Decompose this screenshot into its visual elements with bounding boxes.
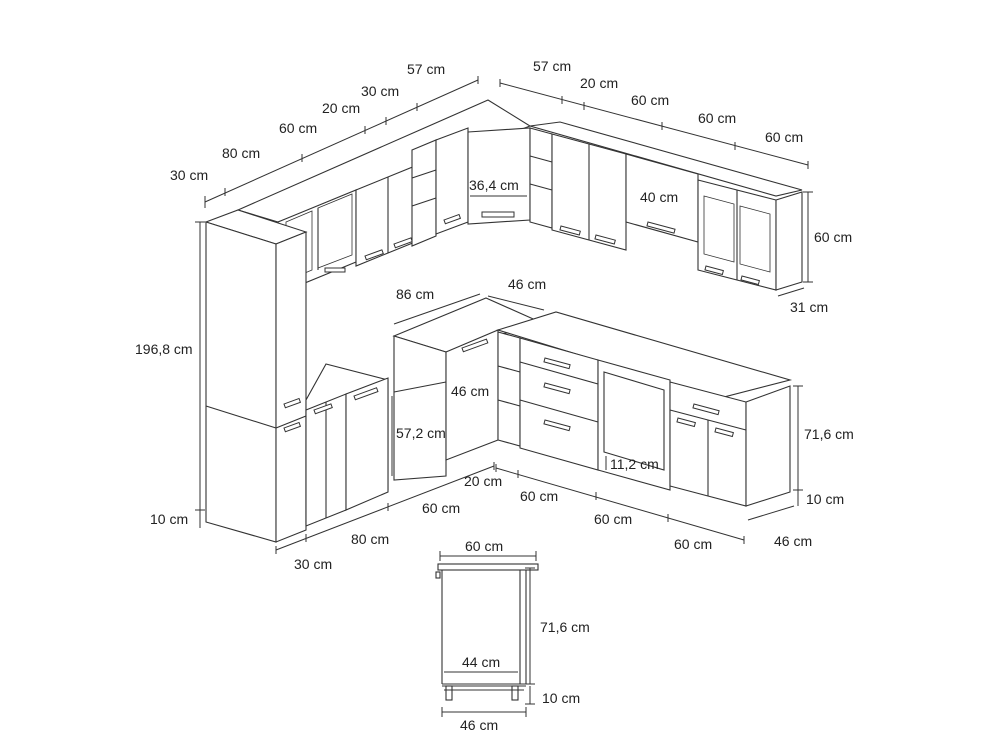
plinth-left-label: 10 cm bbox=[150, 511, 188, 527]
dim-bottom-right-4: 60 cm bbox=[674, 536, 712, 552]
bottom-left-dimension-chain: 30 cm 80 cm 60 cm bbox=[275, 462, 495, 572]
wall-depth-label: 31 cm bbox=[790, 299, 828, 315]
side-view-detail: 60 cm 44 cm 71,6 cm 10 cm 46 cm bbox=[435, 538, 590, 733]
hood-width-label: 40 cm bbox=[640, 189, 678, 205]
oven-gap-label: 11,2 cm bbox=[610, 456, 659, 472]
base-depth-right-label: 46 cm bbox=[774, 533, 812, 549]
dim-top-right-2: 20 cm bbox=[580, 75, 618, 91]
corner-86-label: 86 cm bbox=[396, 286, 434, 302]
glass-cabinet-handle bbox=[324, 267, 346, 273]
bottom-right-dimension-chain: 20 cm 60 cm 60 cm 60 cm bbox=[464, 464, 745, 552]
dim-bottom-right-1: 20 cm bbox=[464, 473, 502, 489]
dim-top-right-1: 57 cm bbox=[533, 58, 571, 74]
base-height-label: 71,6 cm bbox=[804, 426, 854, 442]
detail-inner-width-label: 44 cm bbox=[462, 654, 500, 670]
plinth-right-label: 10 cm bbox=[806, 491, 844, 507]
top-right-dimension-chain: 57 cm 20 cm 60 cm 60 cm 60 cm bbox=[499, 58, 809, 169]
base-cabinets-right bbox=[496, 311, 793, 507]
dim-top-right-3: 60 cm bbox=[631, 92, 669, 108]
dim-bottom-left-3: 60 cm bbox=[422, 500, 460, 516]
dim-top-left-2: 80 cm bbox=[222, 145, 260, 161]
dim-top-left-1: 30 cm bbox=[170, 167, 208, 183]
dim-top-left-5: 30 cm bbox=[361, 83, 399, 99]
dim-top-right-5: 60 cm bbox=[765, 129, 803, 145]
base-cabinets-left bbox=[305, 363, 389, 527]
dim-top-right-4: 60 cm bbox=[698, 110, 736, 126]
detail-width-label: 60 cm bbox=[465, 538, 503, 554]
dim-bottom-left-1: 30 cm bbox=[294, 556, 332, 572]
wall-cabinets-right bbox=[529, 121, 803, 291]
tall-cabinet bbox=[204, 209, 308, 543]
corner-wall-width-label: 36,4 cm bbox=[469, 177, 519, 193]
dim-bottom-left-2: 80 cm bbox=[351, 531, 389, 547]
corner-46-side-label: 46 cm bbox=[451, 383, 489, 399]
dim-bottom-right-3: 60 cm bbox=[594, 511, 632, 527]
dim-top-left-3: 60 cm bbox=[279, 120, 317, 136]
detail-depth-label: 46 cm bbox=[460, 717, 498, 733]
dishwasher-height-label: 57,2 cm bbox=[396, 425, 446, 441]
wall-height-label: 60 cm bbox=[814, 229, 852, 245]
dim-top-left-6: 57 cm bbox=[407, 61, 445, 77]
corner-46-top-label: 46 cm bbox=[508, 276, 546, 292]
top-left-dimension-chain: 30 cm 80 cm 60 cm 20 cm 30 cm 57 cm bbox=[170, 61, 479, 208]
detail-height-label: 71,6 cm bbox=[540, 619, 590, 635]
tall-height-label: 196,8 cm bbox=[135, 341, 193, 357]
dim-top-left-4: 20 cm bbox=[322, 100, 360, 116]
detail-plinth-label: 10 cm bbox=[542, 690, 580, 706]
dim-bottom-right-2: 60 cm bbox=[520, 488, 558, 504]
